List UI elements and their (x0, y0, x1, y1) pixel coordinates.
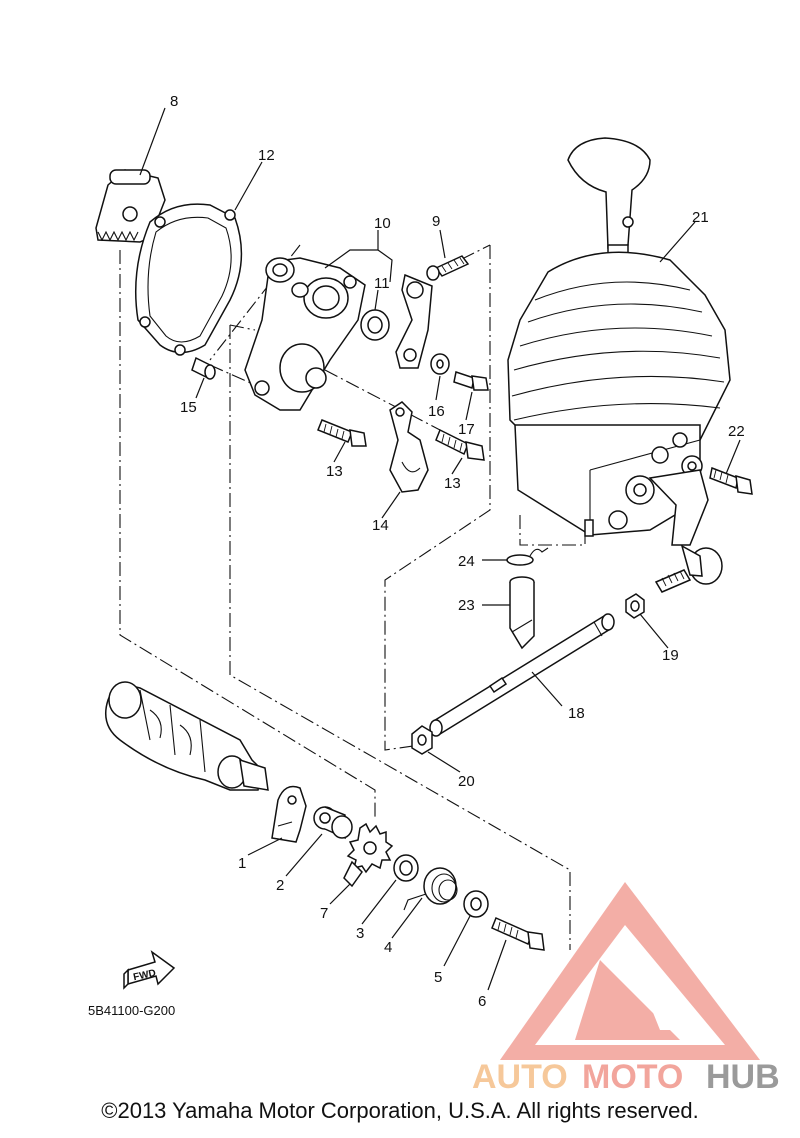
part-13-bolt-left (317, 419, 367, 447)
lower-link-bolt (654, 569, 692, 593)
callout-17: 17 (458, 421, 475, 438)
callout-10: 10 (374, 215, 391, 232)
callout-20: 20 (458, 773, 475, 790)
copyright-notice: ©2013 Yamaha Motor Corporation, U.S.A. A… (101, 1098, 699, 1123)
part-5-washer (463, 890, 489, 918)
callout-19: 19 (662, 647, 679, 664)
part-23-collar (509, 576, 535, 650)
part-7-segment (343, 822, 394, 888)
callout-13-left: 13 (326, 463, 343, 480)
callout-9: 9 (432, 213, 440, 230)
part-9-bolt (426, 255, 470, 281)
watermark-hub: HUB (706, 1058, 780, 1096)
callout-15: 15 (180, 399, 197, 416)
part-4-torsion-spring (403, 867, 458, 911)
part-1-stopper-lever (271, 785, 307, 843)
part-20-nut (411, 725, 433, 755)
part-11-oil-seal (360, 309, 390, 341)
watermark-logo (500, 882, 760, 1060)
part-3-washer (393, 854, 419, 882)
callout-8: 8 (170, 93, 178, 110)
callout-4: 4 (384, 939, 392, 956)
callout-7: 7 (320, 905, 328, 922)
callout-22: 22 (728, 423, 745, 440)
part-21-shift-boot-assembly (507, 137, 731, 585)
shift-drum (105, 681, 269, 791)
part-15-dowel-pin (191, 356, 216, 380)
watermark-moto: MOTO (582, 1058, 683, 1096)
part-14-bracket (389, 401, 429, 493)
part-24-clip (506, 547, 549, 566)
upper-link-lever (395, 273, 433, 369)
fwd-arrow-icon (123, 950, 176, 990)
part-22-bolt (709, 466, 753, 495)
callout-12: 12 (258, 147, 275, 164)
callout-labels: 8 12 10 9 11 15 13 13 14 16 17 21 22 24 … (170, 93, 745, 1010)
callout-2: 2 (276, 877, 284, 894)
callout-5: 5 (434, 969, 442, 986)
part-6-bolt (491, 916, 545, 951)
part-13-bolt-right (435, 428, 485, 461)
watermark-auto: AUTO (472, 1058, 568, 1096)
callout-24: 24 (458, 553, 475, 570)
callout-3: 3 (356, 925, 364, 942)
part-2-collar (313, 806, 353, 840)
callout-11: 11 (374, 275, 390, 292)
callout-23: 23 (458, 597, 475, 614)
callout-13-right: 13 (444, 475, 461, 492)
part-19-nut (625, 593, 645, 619)
part-10-cover (244, 257, 366, 411)
callout-18: 18 (568, 705, 585, 722)
callout-14: 14 (372, 517, 389, 534)
callout-21: 21 (692, 209, 709, 226)
part-17-bolt (453, 371, 489, 391)
part-18-shift-rod (429, 613, 615, 737)
callout-16: 16 (428, 403, 445, 420)
callout-1: 1 (238, 855, 246, 872)
fwd-label: FWD (132, 968, 157, 983)
diagram-code: 5B41100-G200 (88, 1003, 176, 1018)
part-12-gasket (134, 203, 243, 356)
callout-6: 6 (478, 993, 486, 1010)
part-16-washer (430, 353, 450, 375)
leader-lines (139, 107, 741, 991)
